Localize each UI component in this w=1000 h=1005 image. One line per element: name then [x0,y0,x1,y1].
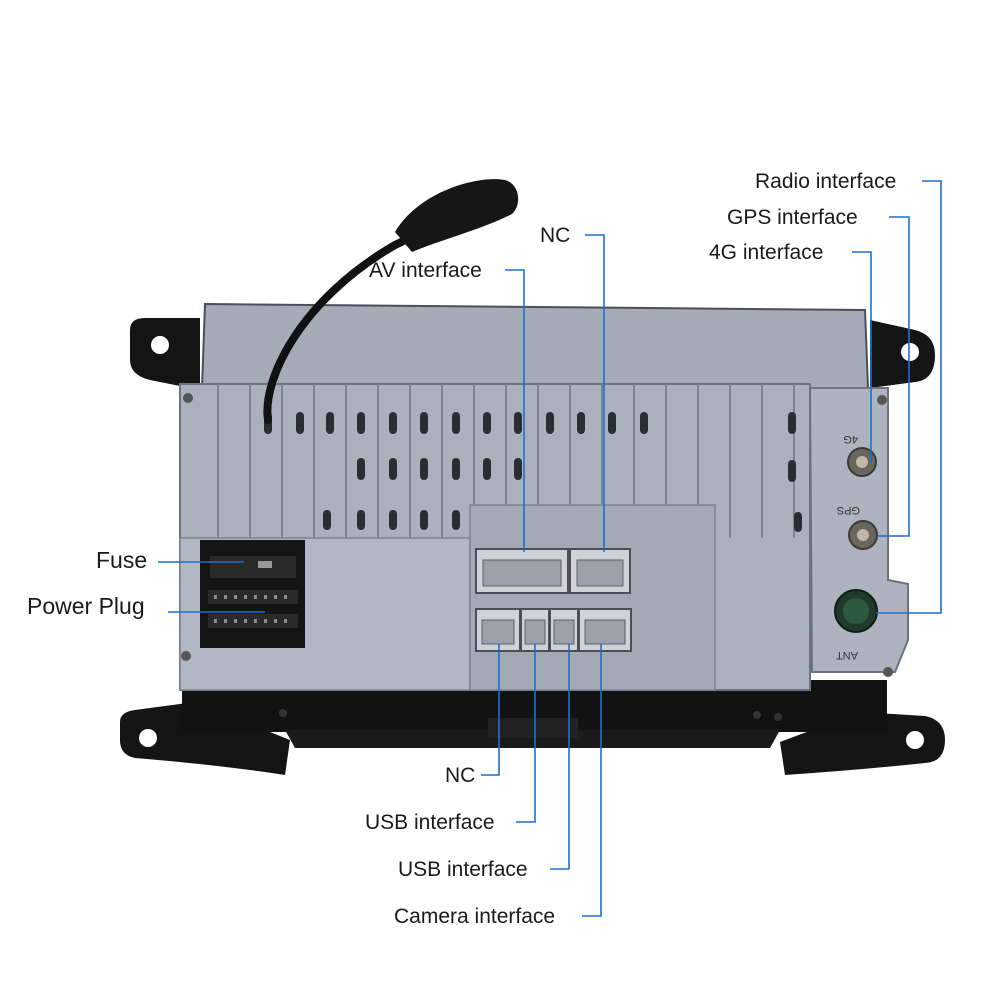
camera-connector [579,609,631,651]
camera-interface-label: Camera interface [394,906,555,927]
connector-recess [470,505,715,690]
av-interface-label: AV interface [369,260,482,281]
usb-interface-1-label: USB interface [365,812,495,833]
fuse-label: Fuse [96,549,147,572]
nc-bottom-connector [476,609,520,651]
nc-top-label: NC [540,225,570,246]
ant-panel-mark: ANT [836,649,858,661]
gps-antenna-port [849,521,877,549]
usb-interface-2-label: USB interface [398,859,528,880]
nc-bottom-label: NC [445,765,475,786]
top-casing [202,304,868,388]
g4-panel-mark: 4G [843,433,858,445]
power-plug-connector [200,540,305,648]
cable-plug [395,179,518,252]
gps-interface-label: GPS interface [727,207,858,228]
power-plug-label: Power Plug [27,595,145,618]
nc-top-connector [570,549,630,593]
radio-antenna-port [835,590,877,632]
av-connector [476,549,568,593]
gps-panel-mark: GPS [837,504,860,516]
g4-interface-label: 4G interface [709,242,823,263]
usb-connector-2 [550,609,578,651]
radio-interface-label: Radio interface [755,171,896,192]
